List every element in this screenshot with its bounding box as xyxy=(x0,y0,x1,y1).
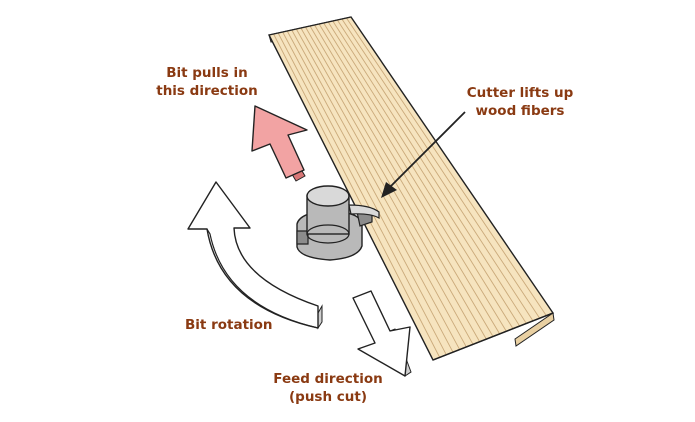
router-bit-shank-top xyxy=(306,185,350,207)
pointer-arrowhead xyxy=(381,182,397,198)
pull-direction-arrow xyxy=(251,105,308,182)
grain-line xyxy=(291,29,467,348)
grain-line xyxy=(332,20,527,324)
rotation-arrow xyxy=(187,181,323,330)
grain-line xyxy=(305,26,487,340)
label-cutter-lifts: Cutter lifts up wood fibers xyxy=(466,85,574,119)
feed-arrow-face xyxy=(352,290,411,377)
feed-direction-arrow xyxy=(352,290,412,377)
grain-line xyxy=(282,31,454,353)
pull-arrow-face xyxy=(251,105,308,179)
grain-line xyxy=(314,24,501,335)
grain-line xyxy=(323,22,514,329)
grain-line xyxy=(336,19,534,322)
grain-line xyxy=(277,32,447,355)
router-bit xyxy=(296,185,380,261)
wood-grain-lines xyxy=(273,17,547,358)
board-end-cut xyxy=(432,312,554,361)
router-bit-shank-bottom xyxy=(306,224,350,244)
rotation-arrow-thickness xyxy=(206,228,319,329)
label-bit-pulls: Bit pulls in this direction xyxy=(156,65,258,99)
grain-line xyxy=(300,27,481,342)
grain-line xyxy=(346,17,547,316)
board-edge-face xyxy=(514,312,555,347)
pointer-line xyxy=(390,111,466,187)
grain-line xyxy=(318,23,507,332)
cutter-pointer xyxy=(381,111,466,198)
cutter-wing xyxy=(348,204,380,220)
board-top-face xyxy=(269,17,553,360)
grain-line xyxy=(286,30,461,350)
label-bit-rotation: Bit rotation xyxy=(185,317,273,333)
rotation-arrow-face xyxy=(187,181,319,329)
grain-line xyxy=(327,21,521,327)
cutter-flute-left xyxy=(296,230,309,245)
label-feed-direction: Feed direction (push cut) xyxy=(273,371,383,405)
wood-board xyxy=(267,16,555,361)
grain-line xyxy=(341,18,541,319)
grain-line xyxy=(309,25,494,337)
grain-line xyxy=(273,33,441,358)
